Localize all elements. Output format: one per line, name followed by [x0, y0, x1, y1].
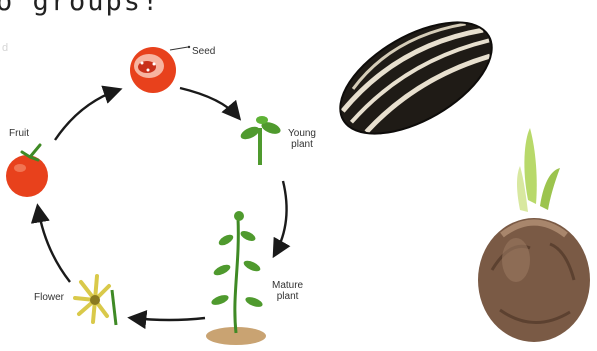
young-plant-illustration: [239, 116, 282, 165]
mature-plant-label-line2: plant: [272, 291, 303, 302]
flower-illustration: [75, 276, 116, 325]
arrow-fruit-to-seed: [55, 90, 118, 140]
flower-label: Flower: [34, 292, 64, 303]
young-plant-label-line2: plant: [288, 139, 316, 150]
arrow-seed-to-young: [180, 88, 238, 117]
seed-label: Seed: [192, 46, 215, 57]
mature-plant-illustration: [206, 211, 266, 345]
fruit-label: Fruit: [9, 128, 29, 139]
arrow-young-to-mature: [275, 181, 287, 254]
arrow-mature-to-flower: [132, 318, 205, 320]
arrow-flower-to-fruit: [38, 208, 70, 282]
fruit-illustration: [6, 145, 48, 197]
bulb-photo: [470, 120, 597, 351]
mature-plant-label: Mature plant: [272, 280, 303, 302]
seed-illustration: [130, 46, 190, 93]
young-plant-label: Young plant: [288, 128, 316, 150]
mature-plant-label-line1: Mature: [272, 280, 303, 291]
young-plant-label-line1: Young: [288, 128, 316, 139]
